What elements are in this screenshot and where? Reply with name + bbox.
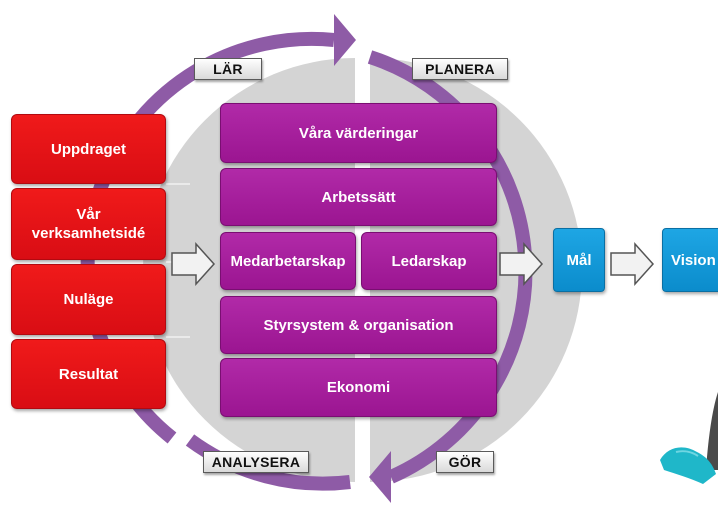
box-styrsystem-organisation: Styrsystem & organisation [220, 296, 497, 354]
arrow-gor-head [369, 451, 391, 503]
box-var-verksamhetside: Vår verksamhetsidé [11, 188, 166, 260]
label-gor: GÖR [436, 451, 494, 473]
box-resultat: Resultat [11, 339, 166, 409]
arrow-to-vision [610, 242, 655, 286]
label-lar: LÄR [194, 58, 262, 80]
box-medarbetarskap: Medarbetarskap [220, 232, 356, 290]
box-vision: Vision [662, 228, 718, 292]
box-nulage: Nuläge [11, 264, 166, 335]
arrow-into-center [171, 242, 216, 286]
box-vara-varderingar: Våra värderingar [220, 103, 497, 163]
box-mal: Mål [553, 228, 605, 292]
label-analysera: ANALYSERA [203, 451, 309, 473]
box-ledarskap: Ledarskap [361, 232, 497, 290]
arrow-to-goal [499, 242, 544, 286]
flow-arrows [171, 242, 655, 286]
box-arbetssatt: Arbetssätt [220, 168, 497, 226]
person-figure [660, 392, 718, 484]
arrow-lar-head [334, 14, 356, 66]
box-ekonomi: Ekonomi [220, 358, 497, 417]
box-uppdraget: Uppdraget [11, 114, 166, 184]
label-planera: PLANERA [412, 58, 508, 80]
